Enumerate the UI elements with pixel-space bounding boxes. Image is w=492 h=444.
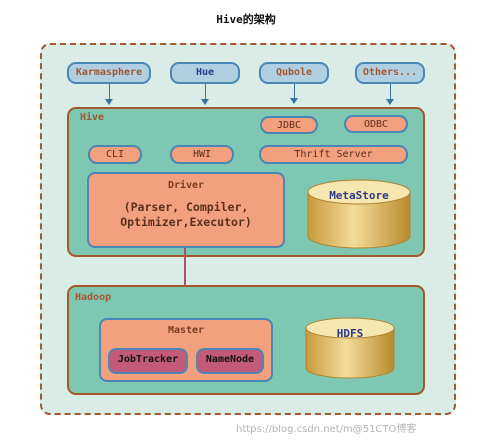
arrow-hue (205, 84, 206, 100)
arrow-karmasphere (109, 84, 110, 100)
hadoop-label: Hadoop (75, 292, 112, 303)
hdfs-cylinder-icon (305, 317, 395, 379)
arrowhead-qubole (290, 98, 298, 104)
namenode-box: NameNode (196, 348, 264, 374)
hwi-box: HWI (170, 145, 234, 164)
watermark: https://blog.csdn.net/m@51CTO博客 (236, 424, 417, 435)
hdfs-label: HDFS (336, 327, 364, 340)
arrow-qubole (294, 84, 295, 98)
metastore-cylinder-icon (307, 179, 411, 249)
arrowhead-karmasphere (105, 99, 113, 105)
diagram-title: Hive的架构 (216, 13, 276, 26)
thrift-server-box: Thrift Server (259, 145, 408, 164)
arrow-others (390, 84, 391, 100)
driver-to-master-line (184, 248, 186, 312)
arrowhead-hue (201, 99, 209, 105)
client-karmasphere: Karmasphere (67, 62, 151, 84)
jobtracker-box: JobTracker (108, 348, 188, 374)
cli-box: CLI (88, 145, 142, 164)
driver-line-1: (Parser, Compiler, (123, 200, 249, 214)
metastore-label: MetaStore (329, 189, 389, 202)
client-qubole: Qubole (259, 62, 329, 84)
client-hue: Hue (170, 62, 240, 84)
jdbc-box: JDBC (260, 116, 318, 134)
driver-line-2: Optimizer,Executor) (120, 215, 252, 229)
client-others: Others... (355, 62, 425, 84)
arrowhead-others (386, 99, 394, 105)
odbc-box: ODBC (344, 115, 408, 133)
hive-label: Hive (80, 112, 105, 123)
driver-box (87, 172, 285, 248)
driver-title: Driver (167, 180, 205, 191)
master-title: Master (167, 325, 205, 336)
